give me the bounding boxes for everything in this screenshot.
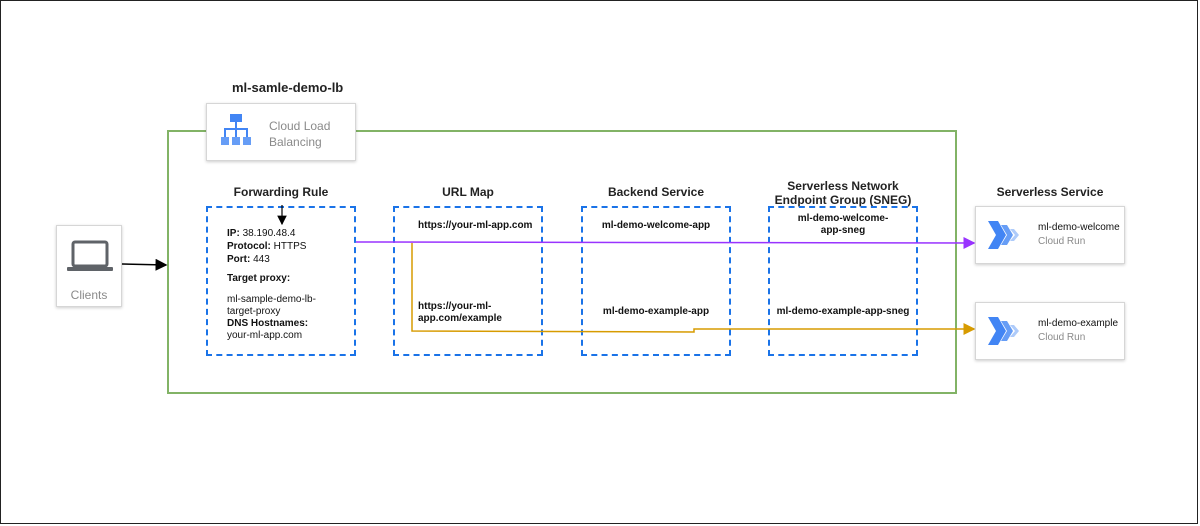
fr-port-line: Port: 443 (227, 254, 270, 266)
sneg-example: ml-demo-example-app-sneg (776, 306, 910, 317)
fr-protocol-value: HTTPS (273, 241, 307, 252)
sneg-title-line-2: Endpoint Group (SNEG) (774, 193, 912, 207)
laptop-icon (67, 240, 113, 271)
load-balancer-icon (221, 114, 251, 145)
cloud-run-icon (988, 221, 1019, 249)
url-map-path-line-2: app.com/example (418, 313, 502, 324)
sneg-welcome-line-2: app-sneg (820, 225, 866, 236)
url-map-title: URL Map (442, 185, 494, 199)
serverless-service-title: Serverless Service (996, 185, 1104, 199)
backend-example-app: ml-demo-example-app (602, 306, 710, 317)
fr-protocol-label: Protocol: (227, 241, 271, 252)
url-map-box (393, 206, 543, 356)
fr-dns-label: DNS Hostnames: (227, 318, 309, 329)
sneg-title: Serverless Network Endpoint Group (SNEG) (758, 179, 928, 207)
load-balancer-container (167, 130, 957, 394)
fr-target-proxy-value-1: ml-sample-demo-lb- (227, 294, 316, 305)
fr-ip-label: IP: (227, 228, 240, 239)
backend-welcome-app: ml-demo-welcome-app (601, 220, 711, 231)
service-name-welcome: ml-demo-welcome (1038, 222, 1120, 233)
example-route-line (411, 243, 976, 335)
fr-port-label: Port: (227, 254, 251, 265)
sneg-welcome-line-1: ml-demo-welcome- (797, 213, 889, 224)
url-map-host: https://your-ml-app.com (418, 220, 533, 231)
service-type-welcome: Cloud Run (1038, 236, 1086, 247)
clients-card: Clients (56, 225, 122, 307)
backend-service-title: Backend Service (607, 185, 705, 199)
backend-service-box (581, 206, 731, 356)
url-map-path-line-1: https://your-ml- (418, 301, 492, 312)
forwarding-rule-title: Forwarding Rule (233, 185, 329, 199)
fr-target-proxy-line: Target proxy: (227, 273, 290, 285)
fr-ip-line: IP: 38.190.48.4 (227, 228, 295, 240)
service-name-example: ml-demo-example (1038, 318, 1119, 329)
fr-target-proxy-label: Target proxy: (227, 273, 291, 284)
cloud-run-icon (988, 317, 1019, 345)
clients-to-lb-arrow (121, 258, 168, 271)
welcome-route-line (355, 236, 976, 249)
service-card-example: ml-demo-example Cloud Run (975, 302, 1125, 360)
service-card-welcome: ml-demo-welcome Cloud Run (975, 206, 1125, 264)
lb-name-label: ml-samle-demo-lb (232, 80, 344, 95)
sneg-box (768, 206, 918, 356)
fr-protocol-line: Protocol: HTTPS (227, 241, 306, 253)
fr-dns-line: DNS Hostnames: (227, 318, 308, 330)
cloud-load-balancing-label: Cloud Load Balancing (269, 119, 331, 149)
fr-port-value: 443 (253, 254, 270, 265)
fr-dns-value: your-ml-app.com (227, 330, 303, 341)
cloud-load-balancing-card: Cloud Load Balancing (206, 103, 356, 161)
clients-label: Clients (70, 288, 108, 302)
sneg-title-line-1: Serverless Network (787, 179, 899, 193)
forwarding-rule-box (206, 206, 356, 356)
fr-ip-value: 38.190.48.4 (242, 228, 296, 239)
service-type-example: Cloud Run (1038, 332, 1086, 343)
fr-target-proxy-value-2: target-proxy (227, 306, 281, 317)
